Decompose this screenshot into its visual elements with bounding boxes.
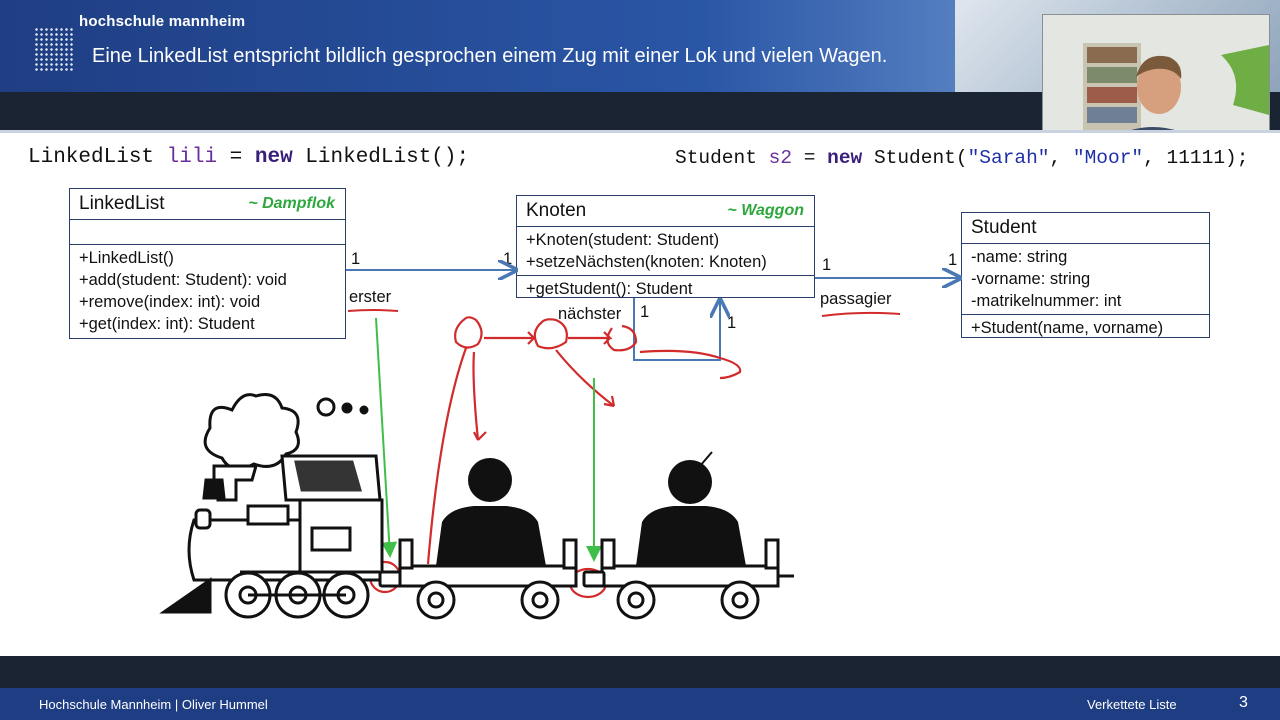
university-logo-icon	[34, 27, 74, 71]
uml-method: +remove(index: int): void	[79, 293, 261, 311]
code-args-end: , 11111);	[1143, 147, 1249, 169]
uml-methods: +Knoten(student: Student) +setzeNächsten…	[517, 227, 814, 276]
code-constructor: LinkedList();	[292, 146, 470, 169]
uml-class-name: Student	[971, 217, 1037, 238]
code-assign: =	[217, 146, 255, 169]
uml-attributes-empty	[70, 220, 345, 245]
uml-attribute: -vorname: string	[971, 270, 1091, 288]
code-variable: lili	[166, 146, 218, 169]
uml-class-header: Student	[962, 213, 1209, 244]
association-label-naechster: nächster	[558, 305, 622, 323]
uml-attributes: -name: string -vorname: string -matrikel…	[962, 244, 1209, 315]
association-label-passagier: passagier	[820, 290, 892, 308]
uml-method: +Knoten(student: Student)	[526, 231, 720, 249]
code-string: "Sarah"	[967, 147, 1050, 169]
uml-method: +Student(name, vorname)	[971, 319, 1164, 337]
code-keyword: new	[827, 147, 863, 169]
code-variable: s2	[768, 147, 793, 169]
uml-methods: +getStudent(): Student	[517, 276, 814, 302]
code-line-linkedlist: LinkedList lili = new LinkedList();	[28, 146, 469, 169]
multiplicity-label: 1	[640, 303, 650, 321]
uml-class-name: LinkedList	[79, 193, 165, 214]
association-label-erster: erster	[349, 288, 392, 306]
code-constructor: Student(	[862, 147, 968, 169]
uml-attribute: -matrikelnummer: int	[971, 292, 1122, 310]
uml-class-header: LinkedList ~ Dampflok	[70, 189, 345, 220]
footer-dark-bar	[0, 656, 1280, 688]
code-assign: =	[792, 147, 828, 169]
uml-method: +setzeNächsten(knoten: Knoten)	[526, 253, 767, 271]
presenter-webcam	[1042, 14, 1270, 144]
code-type: Student	[675, 147, 757, 169]
code-type: LinkedList	[28, 146, 155, 169]
multiplicity-label: 1	[822, 256, 832, 274]
uml-method: +get(index: int): Student	[79, 315, 255, 333]
uml-class-student: Student -name: string -vorname: string -…	[961, 212, 1210, 338]
code-line-student: Student s2 = new Student("Sarah", "Moor"…	[675, 147, 1248, 169]
uml-class-name: Knoten	[526, 200, 587, 221]
slide-title: Eine LinkedList entspricht bildlich gesp…	[92, 45, 888, 67]
uml-stereotype: ~ Dampflok	[248, 195, 335, 212]
multiplicity-label: 1	[727, 314, 737, 332]
multiplicity-label: 1	[351, 250, 361, 268]
page-number: 3	[1239, 694, 1248, 711]
code-string: "Moor"	[1072, 147, 1144, 169]
uml-stereotype: ~ Waggon	[727, 202, 804, 219]
uml-class-linkedlist: LinkedList ~ Dampflok +LinkedList() +add(…	[69, 188, 346, 339]
uml-method: +LinkedList()	[79, 249, 174, 267]
uml-methods: +LinkedList() +add(student: Student): vo…	[70, 245, 345, 337]
logo-text: hochschule mannheim	[79, 13, 246, 30]
uml-class-knoten: Knoten ~ Waggon +Knoten(student: Student)…	[516, 195, 815, 298]
uml-attribute: -name: string	[971, 248, 1068, 266]
presenter-video-icon	[1043, 15, 1269, 143]
uml-class-header: Knoten ~ Waggon	[517, 196, 814, 227]
footer-topic: Verkettete Liste	[1087, 697, 1177, 712]
multiplicity-label: 1	[503, 250, 513, 268]
code-keyword: new	[254, 146, 293, 169]
code-comma: ,	[1049, 147, 1073, 169]
multiplicity-label: 1	[948, 251, 958, 269]
uml-method: +add(student: Student): void	[79, 271, 287, 289]
footer-author: Hochschule Mannheim | Oliver Hummel	[39, 697, 268, 712]
uml-methods: +Student(name, vorname)	[962, 315, 1209, 341]
uml-method: +getStudent(): Student	[526, 280, 693, 298]
slide-footer: Hochschule Mannheim | Oliver Hummel Verk…	[0, 688, 1280, 720]
